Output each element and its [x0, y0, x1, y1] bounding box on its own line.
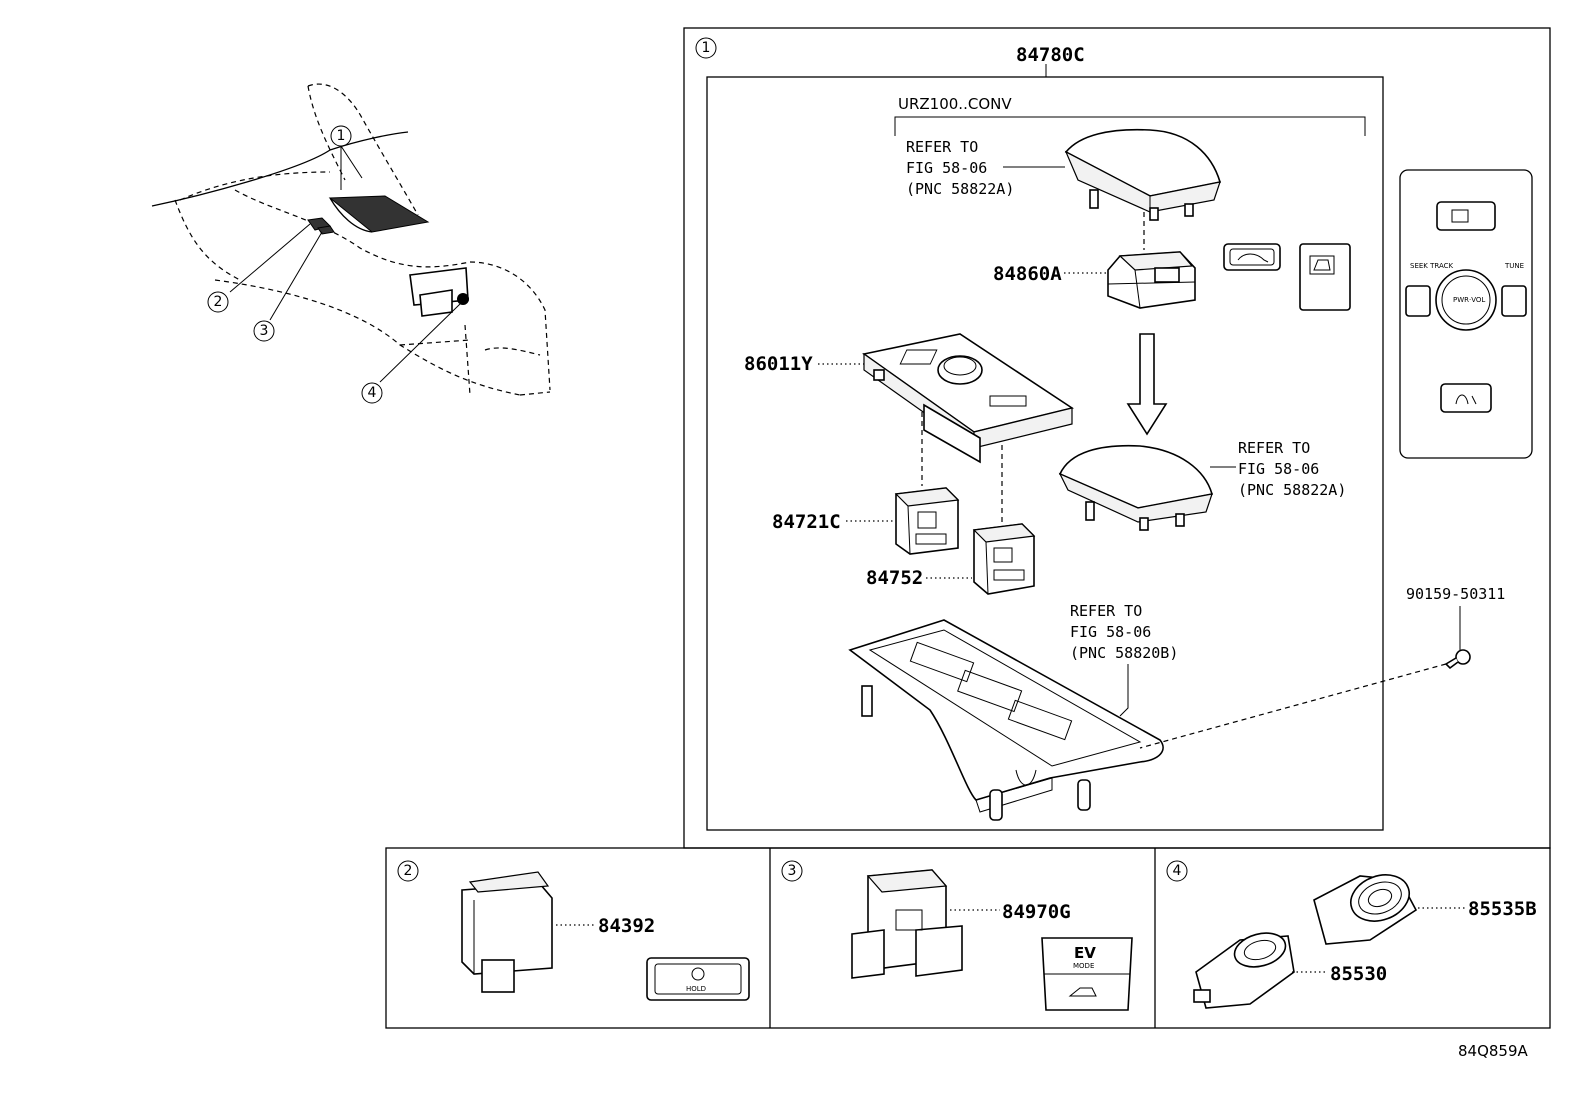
console-bezel — [848, 619, 1164, 821]
ev-mode-label: MODE — [1073, 962, 1094, 970]
main-assembly-box: 1 84780C URZ100..CONV REFER TO FIG 58-06… — [683, 27, 1551, 849]
pwr-vol-label: PWR·VOL — [1453, 296, 1485, 304]
callout-4: 4 — [368, 385, 377, 401]
seat-climate-icon — [1455, 394, 1477, 405]
assembly-label: 84780C — [1016, 44, 1085, 66]
tune-label: TUNE — [1504, 262, 1524, 270]
label-84970G: 84970G — [1002, 901, 1071, 923]
variant-label: URZ100..CONV — [898, 95, 1012, 113]
refer-mid-line1: REFER TO — [1238, 439, 1310, 457]
brake-hold-icon — [691, 967, 705, 981]
label-85535B: 85535B — [1468, 898, 1537, 920]
park-assist-icon — [1313, 259, 1331, 271]
console-overview: 1 2 3 4 — [151, 83, 551, 404]
label-84860A: 84860A — [993, 263, 1062, 285]
hold-label: HOLD — [686, 985, 706, 993]
hold-button: HOLD — [646, 957, 750, 1001]
panel-callout-3: 3 — [788, 863, 797, 879]
socket-85535B — [1313, 874, 1418, 945]
box-callout-1: 1 — [702, 40, 711, 56]
ev-mode-button: EV MODE — [1041, 937, 1133, 1011]
switch-84392 — [461, 871, 553, 993]
refer-bottom-line1: REFER TO — [1070, 602, 1142, 620]
label-screw: 90159-50311 — [1406, 585, 1505, 603]
ev-label: EV — [1074, 944, 1096, 962]
refer-bottom-line2: FIG 58-06 — [1070, 623, 1151, 641]
panel-2: 2 84392 HOLD — [397, 860, 750, 1001]
refer-mid-line2: FIG 58-06 — [1238, 460, 1319, 478]
callout-1: 1 — [337, 128, 346, 144]
switch-base-86011Y — [862, 333, 1074, 464]
switch-84860A — [1107, 251, 1196, 309]
middle-lid — [1058, 444, 1214, 531]
label-84752: 84752 — [866, 567, 923, 589]
callout-3: 3 — [260, 323, 269, 339]
callout-2: 2 — [214, 294, 223, 310]
switch-84752 — [972, 523, 1036, 595]
assembly-arrow — [1126, 333, 1168, 436]
bottom-panels — [385, 847, 1551, 1029]
panel-3: 3 84970G EV MODE — [781, 860, 1133, 1011]
label-85530: 85530 — [1330, 963, 1387, 985]
refer-top-line2: FIG 58-06 — [906, 159, 987, 177]
refer-bottom-line3: (PNC 58820B) — [1070, 644, 1178, 662]
panel-callout-4: 4 — [1173, 863, 1182, 879]
park-assist-button — [1299, 243, 1351, 311]
screw-90159-50311 — [1444, 649, 1471, 670]
upper-lid — [1064, 128, 1222, 221]
socket-85530 — [1193, 932, 1295, 1009]
steering-switch-panel: SEEK TRACK TUNE PWR·VOL — [1399, 169, 1533, 459]
trunk-opener-icon — [1237, 253, 1269, 263]
panel-callout-2: 2 — [404, 863, 413, 879]
seek-track-label: SEEK TRACK — [1410, 262, 1454, 270]
panel-4: 4 85535B 85530 — [1166, 860, 1537, 1009]
refer-mid-line3: (PNC 58822A) — [1238, 481, 1346, 499]
switch-84970G — [851, 869, 963, 979]
switch-84721C — [894, 487, 960, 555]
label-84721C: 84721C — [772, 511, 841, 533]
trunk-button — [1223, 243, 1281, 271]
drive-mode-icon — [1451, 209, 1469, 223]
diagram-code: 84Q859A — [1458, 1042, 1529, 1060]
label-86011Y: 86011Y — [744, 353, 813, 375]
refer-top-line1: REFER TO — [906, 138, 978, 156]
refer-top-line3: (PNC 58822A) — [906, 180, 1014, 198]
label-84392: 84392 — [598, 915, 655, 937]
